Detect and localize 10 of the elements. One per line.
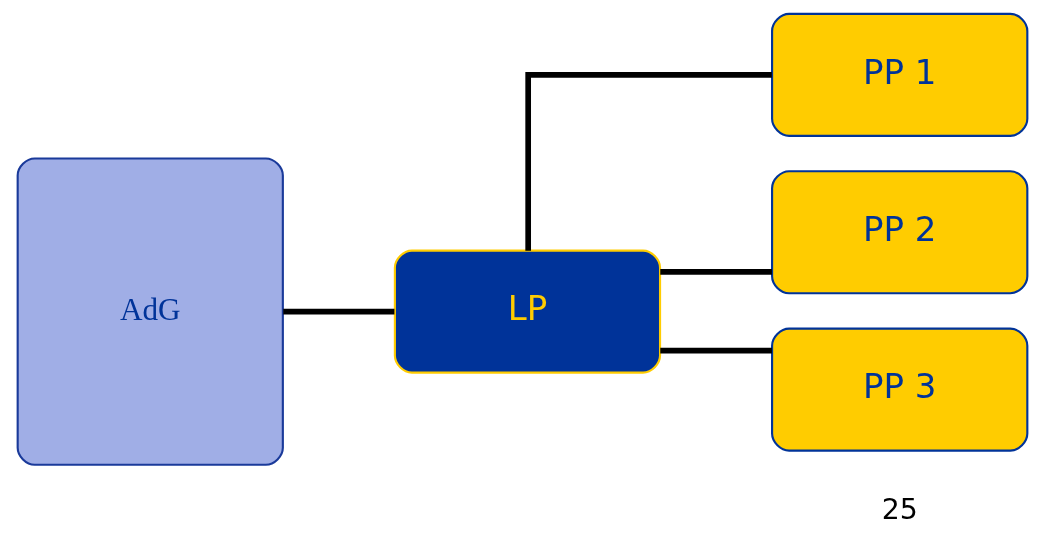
connector [524,72,772,251]
node-box: PP 3 [770,327,1028,452]
connector [659,269,772,275]
node-box: LP [393,249,661,374]
node-box: AdG [16,157,284,466]
connector [659,347,772,354]
node-box: PP 2 [770,170,1028,295]
label: 25 [881,492,918,526]
connector [282,308,394,315]
node-box: PP 1 [770,12,1028,137]
